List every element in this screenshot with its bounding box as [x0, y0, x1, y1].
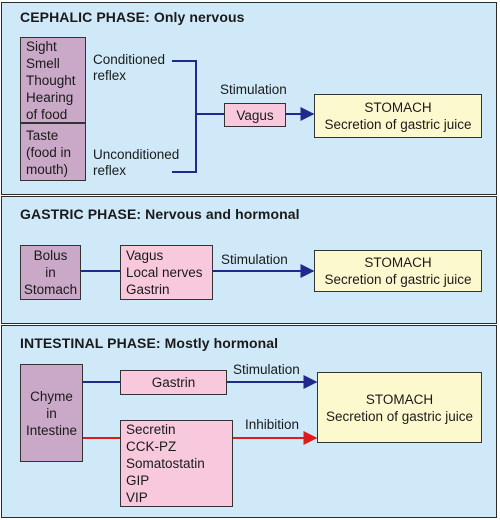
- bolus-line: Bolus: [33, 248, 68, 263]
- chyme-line: Chyme: [30, 388, 73, 404]
- stomach-subtitle: Secretion of gastric juice: [324, 272, 472, 287]
- stomach-title: STOMACH: [365, 391, 434, 407]
- bolus-line: Stomach: [23, 282, 78, 297]
- cephalic-stimulation-label: Stimulation: [220, 82, 287, 97]
- mediator-line: Vagus: [126, 248, 164, 263]
- inhibition-label: Inhibition: [245, 417, 300, 432]
- gastric-phase-title: GASTRIC PHASE: Nervous and hormonal: [20, 206, 300, 222]
- cephalic-phase-title: CEPHALIC PHASE: Only nervous: [20, 9, 245, 25]
- chyme-box: Chyme in Intestine: [20, 364, 83, 462]
- unconditioned-reflex-label: Unconditioned reflex: [93, 147, 179, 179]
- inhibitor-line: CCK-PZ: [126, 439, 177, 454]
- stimulus-line: mouth): [26, 161, 69, 177]
- inhibitors-box: Secretin CCK-PZ Somatostatin GIP VIP: [120, 420, 233, 507]
- stomach-title: STOMACH: [364, 100, 432, 115]
- inhibitor-line: VIP: [126, 490, 148, 505]
- stimulus-line: Taste: [26, 127, 59, 143]
- bolus-box: Bolus in Stomach: [20, 245, 81, 300]
- unconditioned-label-line: Unconditioned: [93, 147, 180, 162]
- cephalic-stimuli-box-top: Sight Smell Thought Hearing of food: [20, 37, 86, 123]
- intestinal-stomach-box: STOMACH Secretion of gastric juice: [317, 372, 482, 443]
- stimulus-line: Sight: [26, 38, 57, 54]
- conditioned-label-line: Conditioned: [93, 52, 166, 67]
- inhibitor-line: GIP: [126, 473, 150, 488]
- conditioned-label-line: reflex: [93, 68, 127, 83]
- stimulus-line: Smell: [26, 55, 60, 71]
- stomach-title: STOMACH: [364, 255, 432, 270]
- stomach-subtitle: Secretion of gastric juice: [325, 408, 474, 424]
- stimulus-line: (food in: [26, 144, 72, 160]
- intestinal-stimulation-label: Stimulation: [233, 362, 300, 377]
- gastric-stimulation-label: Stimulation: [221, 252, 288, 267]
- stomach-subtitle: Secretion of gastric juice: [324, 117, 472, 132]
- cephalic-stomach-box: STOMACH Secretion of gastric juice: [314, 94, 482, 138]
- bolus-line: in: [45, 265, 56, 280]
- inhibitor-line: Somatostatin: [126, 456, 205, 471]
- gastric-stomach-box: STOMACH Secretion of gastric juice: [314, 250, 482, 292]
- inhibitor-line: Secretin: [126, 422, 176, 437]
- mediator-line: Local nerves: [126, 265, 203, 280]
- stimulus-line: Thought: [26, 72, 76, 88]
- conditioned-reflex-label: Conditioned reflex: [93, 52, 165, 84]
- chyme-line: in: [46, 405, 57, 421]
- unconditioned-label-line: reflex: [93, 163, 127, 178]
- mediator-line: Gastrin: [126, 282, 170, 297]
- stimulus-line: Hearing: [26, 89, 74, 105]
- gastrin-box: Gastrin: [120, 370, 227, 395]
- gastric-mediators-box: Vagus Local nerves Gastrin: [120, 245, 213, 300]
- intestinal-phase-title: INTESTINAL PHASE: Mostly hormonal: [20, 335, 279, 351]
- vagus-box: Vagus: [224, 103, 286, 127]
- cephalic-stimuli-box-bottom: Taste (food in mouth): [20, 123, 86, 181]
- stimulus-line: of food: [26, 106, 68, 122]
- chyme-line: Intestine: [25, 422, 78, 438]
